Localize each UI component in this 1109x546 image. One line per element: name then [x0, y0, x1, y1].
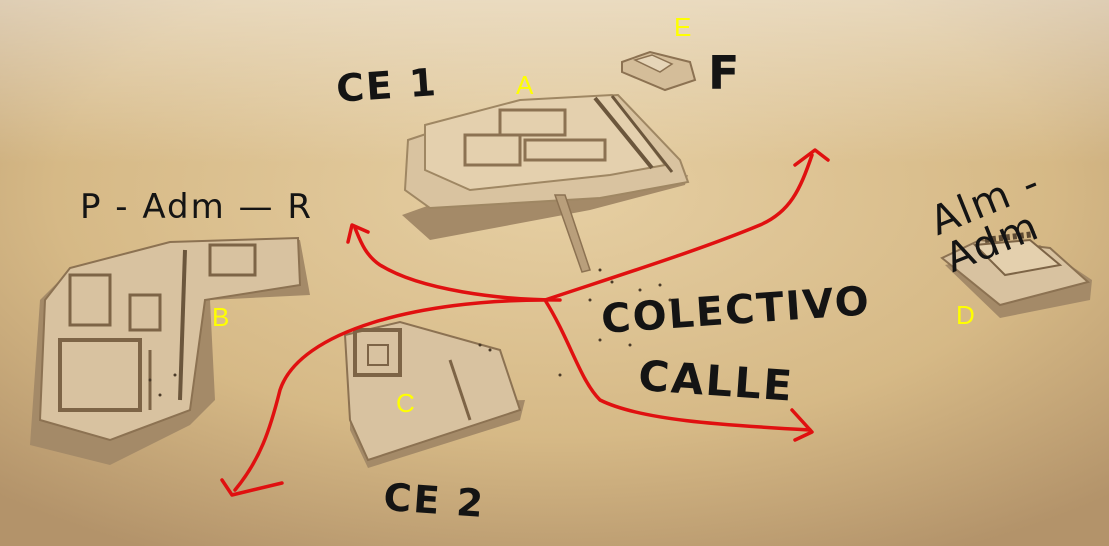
red-flow-arrows [220, 148, 830, 497]
arrow-to-lower-left [233, 298, 547, 492]
handwriting-calle: CALLE [636, 351, 796, 411]
arrow-to-lower-right [543, 298, 812, 432]
label-c: C [396, 388, 415, 418]
scattered-figures [148, 268, 672, 397]
arrow-head-lower-right [790, 408, 814, 442]
arrow-to-upper-right [543, 153, 814, 302]
building-model-d [940, 231, 1092, 318]
label-e: E [674, 12, 692, 42]
building-model-c [343, 320, 525, 468]
arrow-head-p-adm-r [346, 223, 370, 244]
label-b: B [212, 302, 230, 332]
handwriting-p-adm-r: P - Adm — R [80, 187, 313, 227]
handwriting-ce-2: CE 2 [382, 475, 487, 526]
building-model-b [30, 236, 310, 465]
arrow-head-lower-left [220, 478, 284, 497]
handwriting-f: F [708, 46, 742, 100]
building-model-e [621, 50, 697, 92]
building-model-a [402, 93, 690, 273]
label-d: D [956, 300, 975, 330]
label-a: A [516, 70, 534, 100]
arrow-to-p-adm-r [353, 226, 562, 302]
handwriting-ce-1: CE 1 [334, 59, 440, 111]
arrow-head-upper-right [793, 148, 830, 167]
